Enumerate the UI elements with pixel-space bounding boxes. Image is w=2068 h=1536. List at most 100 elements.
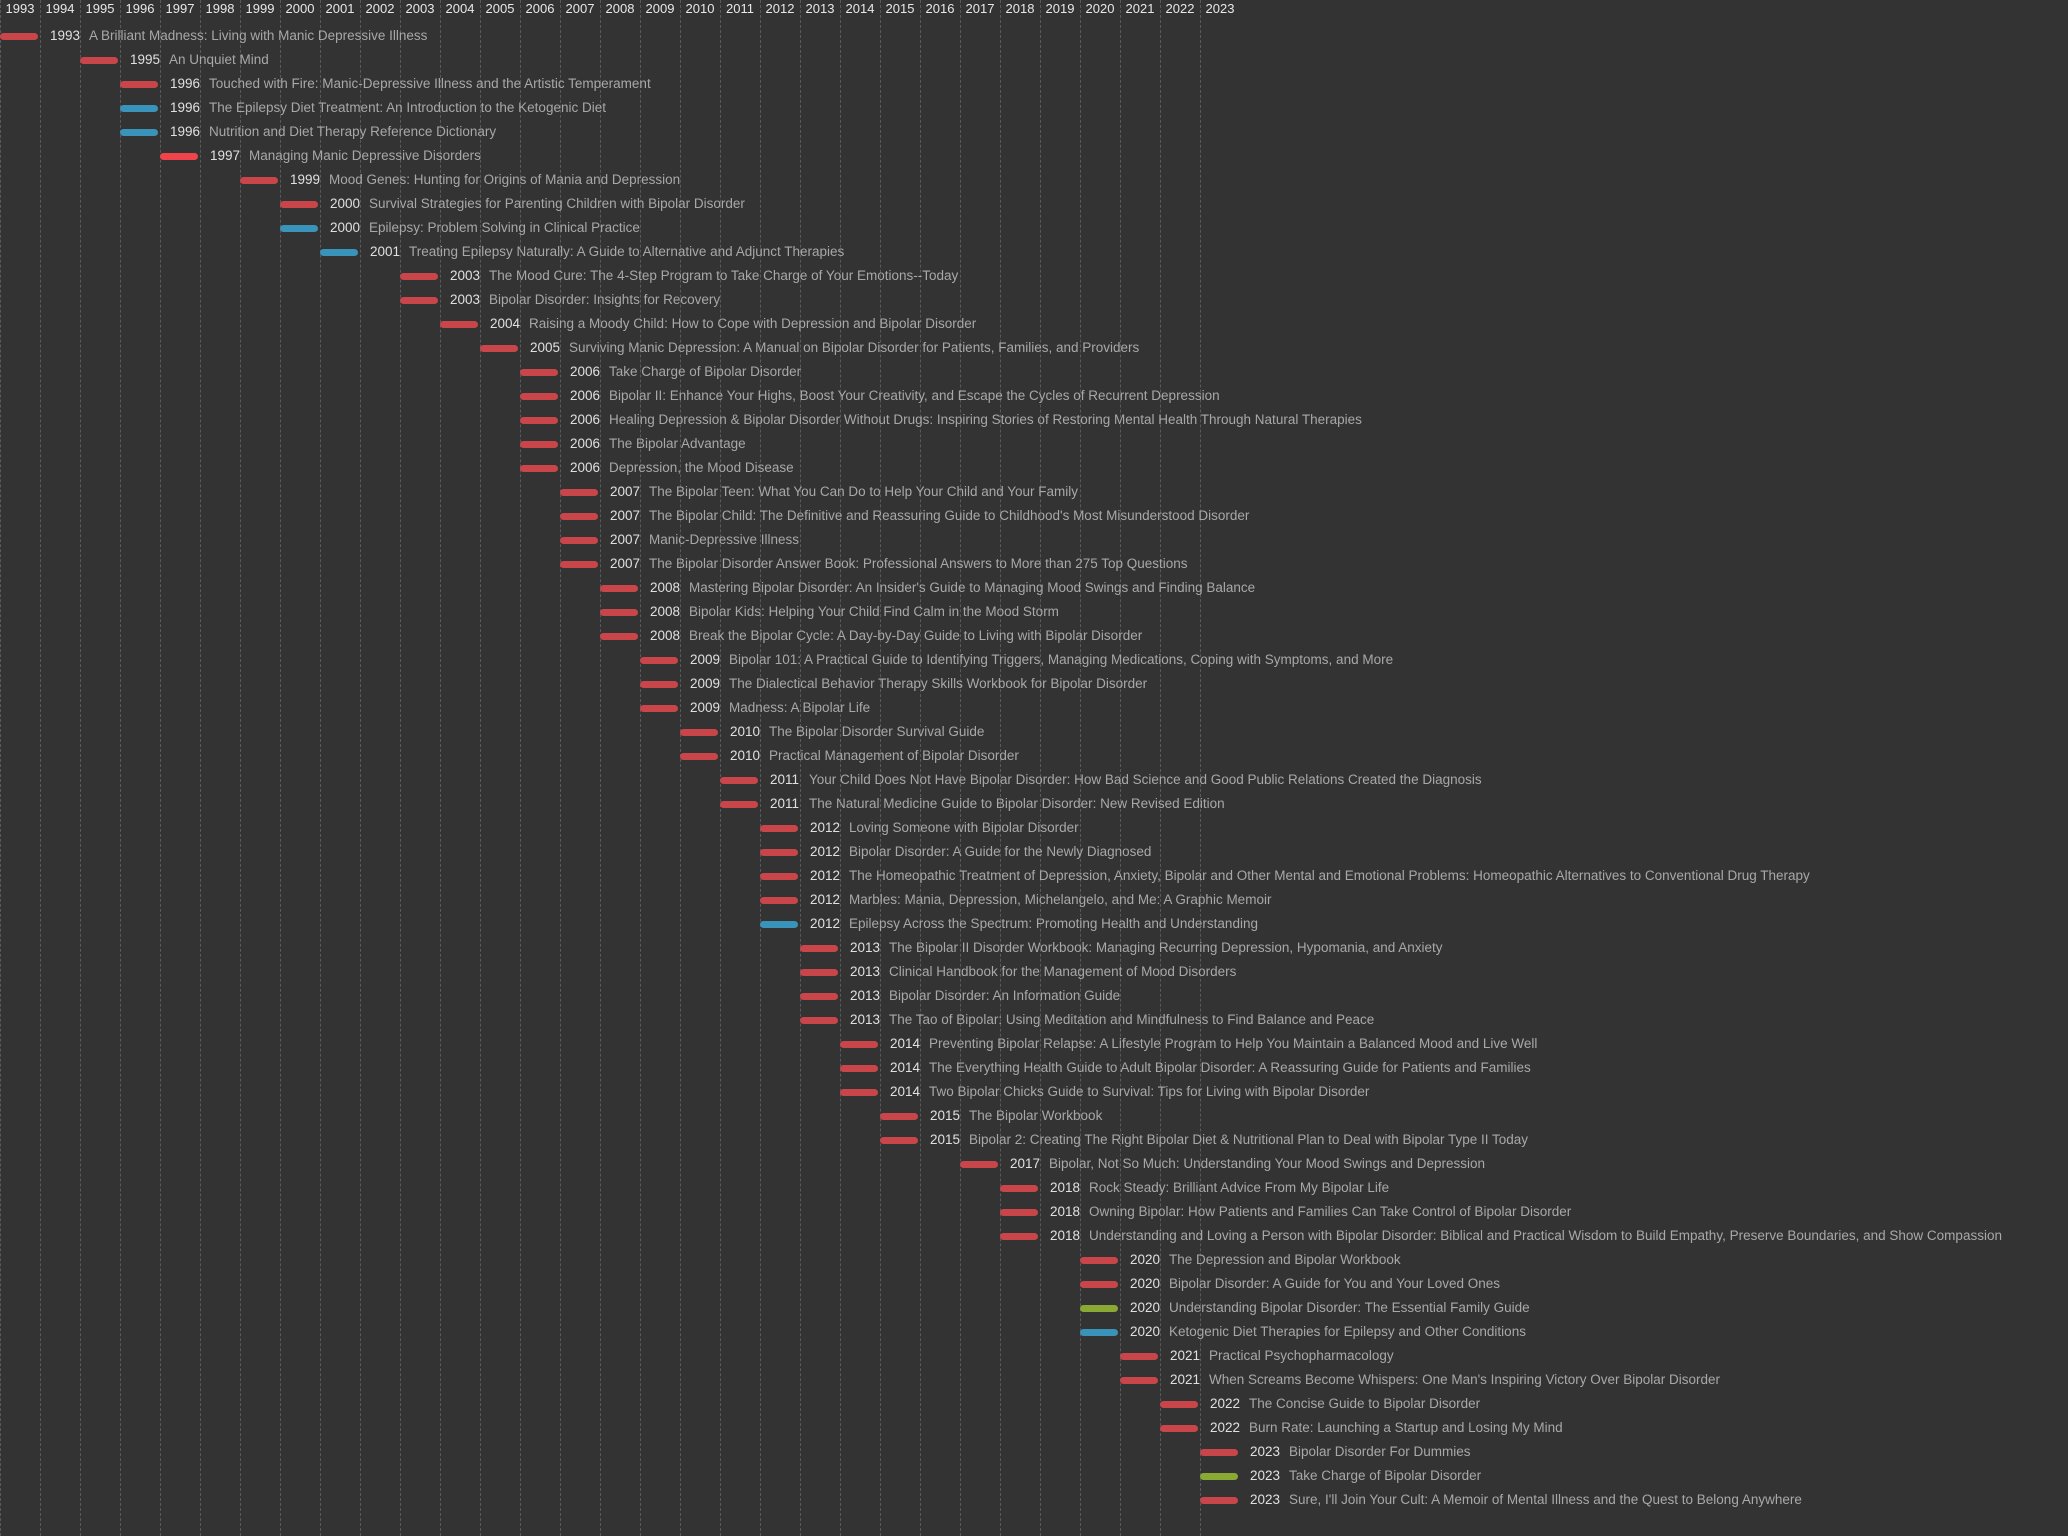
gridline <box>440 0 441 1536</box>
gridline <box>400 0 401 1536</box>
item-title-label: Preventing Bipolar Relapse: A Lifestyle … <box>929 1036 1538 1051</box>
item-year-label: 2009 <box>690 700 721 715</box>
item-title-label: The Bipolar Teen: What You Can Do to Hel… <box>649 484 1079 499</box>
item-year-label: 2021 <box>1170 1348 1201 1363</box>
timeline-bar <box>560 561 598 568</box>
item-title-label: A Brilliant Madness: Living with Manic D… <box>89 28 428 43</box>
timeline-bar <box>560 513 598 520</box>
item-title-label: The Mood Cure: The 4-Step Program to Tak… <box>489 268 959 283</box>
gridline <box>1040 0 1041 1536</box>
timeline-bar <box>480 345 518 352</box>
timeline-bar <box>1120 1377 1158 1384</box>
timeline-bar <box>1200 1449 1238 1456</box>
item-year-label: 2010 <box>730 748 761 763</box>
x-tick-label: 2022 <box>1165 1 1195 16</box>
timeline-bar <box>560 489 598 496</box>
item-title-label: Your Child Does Not Have Bipolar Disorde… <box>809 772 1482 787</box>
item-year-label: 2008 <box>650 628 681 643</box>
timeline-bar <box>1000 1185 1038 1192</box>
timeline-bar <box>1000 1209 1038 1216</box>
timeline-bar <box>1000 1233 1038 1240</box>
timeline-bar <box>640 681 678 688</box>
item-year-label: 2009 <box>690 652 721 667</box>
item-year-label: 2012 <box>810 892 841 907</box>
timeline-bar <box>760 873 798 880</box>
item-title-label: Epilepsy Across the Spectrum: Promoting … <box>849 916 1258 931</box>
x-tick-label: 2013 <box>805 1 835 16</box>
gridline <box>1000 0 1001 1536</box>
timeline-bar <box>1080 1281 1118 1288</box>
x-tick-label: 2003 <box>405 1 435 16</box>
gridline <box>1200 0 1201 1536</box>
item-year-label: 1997 <box>210 148 241 163</box>
item-year-label: 2006 <box>570 412 601 427</box>
gridline <box>840 0 841 1536</box>
item-year-label: 1996 <box>170 124 201 139</box>
item-year-label: 2000 <box>330 196 361 211</box>
gridline <box>600 0 601 1536</box>
item-year-label: 2012 <box>810 820 841 835</box>
timeline-bar <box>760 921 798 928</box>
item-year-label: 1996 <box>170 100 201 115</box>
gridline <box>800 0 801 1536</box>
item-title-label: Loving Someone with Bipolar Disorder <box>849 820 1079 835</box>
item-year-label: 2010 <box>730 724 761 739</box>
x-tick-label: 2005 <box>485 1 515 16</box>
timeline-bar <box>680 753 718 760</box>
item-year-label: 2014 <box>890 1036 921 1051</box>
item-year-label: 2015 <box>930 1132 961 1147</box>
item-year-label: 2007 <box>610 508 641 523</box>
item-year-label: 2012 <box>810 844 841 859</box>
timeline-bar <box>400 273 438 280</box>
gridline <box>520 0 521 1536</box>
timeline-bar <box>960 1161 998 1168</box>
gridline <box>680 0 681 1536</box>
item-year-label: 2007 <box>610 484 641 499</box>
x-tick-label: 1999 <box>245 1 275 16</box>
timeline-bar <box>1080 1257 1118 1264</box>
timeline-bar <box>240 177 278 184</box>
timeline-bar <box>640 705 678 712</box>
timeline-bar <box>1200 1473 1238 1480</box>
timeline-bar <box>760 849 798 856</box>
timeline-bar <box>880 1113 918 1120</box>
timeline-bar <box>120 81 158 88</box>
timeline-bar <box>600 585 638 592</box>
item-title-label: Mastering Bipolar Disorder: An Insider's… <box>689 580 1256 595</box>
x-tick-label: 2018 <box>1005 1 1035 16</box>
item-title-label: Break the Bipolar Cycle: A Day-by-Day Gu… <box>689 628 1143 643</box>
item-title-label: The Bipolar Disorder Survival Guide <box>769 724 985 739</box>
gridline <box>640 0 641 1536</box>
item-title-label: Practical Management of Bipolar Disorder <box>769 748 1019 763</box>
x-tick-label: 1998 <box>205 1 235 16</box>
x-tick-label: 2012 <box>765 1 795 16</box>
gridline <box>1080 0 1081 1536</box>
timeline-bar <box>400 297 438 304</box>
item-year-label: 2018 <box>1050 1180 1081 1195</box>
timeline-bar <box>280 225 318 232</box>
item-title-label: Managing Manic Depressive Disorders <box>249 148 481 163</box>
x-tick-label: 2011 <box>726 1 754 16</box>
timeline-bar <box>440 321 478 328</box>
timeline-bar <box>720 777 758 784</box>
timeline-bar <box>800 993 838 1000</box>
item-year-label: 2006 <box>570 364 601 379</box>
item-title-label: Bipolar, Not So Much: Understanding Your… <box>1049 1156 1486 1171</box>
item-title-label: Survival Strategies for Parenting Childr… <box>369 196 745 211</box>
x-tick-label: 2017 <box>965 1 995 16</box>
timeline-bar <box>880 1137 918 1144</box>
x-tick-label: 2006 <box>525 1 555 16</box>
timeline-bar <box>1160 1401 1198 1408</box>
timeline-bar <box>520 465 558 472</box>
x-tick-label: 2008 <box>605 1 635 16</box>
item-title-label: Raising a Moody Child: How to Cope with … <box>529 316 977 331</box>
timeline-bar <box>1120 1353 1158 1360</box>
item-title-label: Mood Genes: Hunting for Origins of Mania… <box>329 172 681 187</box>
item-title-label: The Depression and Bipolar Workbook <box>1169 1252 1401 1267</box>
item-title-label: Sure, I'll Join Your Cult: A Memoir of M… <box>1289 1492 1802 1507</box>
item-year-label: 2020 <box>1130 1252 1161 1267</box>
item-year-label: 2007 <box>610 556 641 571</box>
x-tick-label: 2009 <box>645 1 675 16</box>
timeline-bar <box>0 33 38 40</box>
item-title-label: Rock Steady: Brilliant Advice From My Bi… <box>1089 1180 1390 1195</box>
